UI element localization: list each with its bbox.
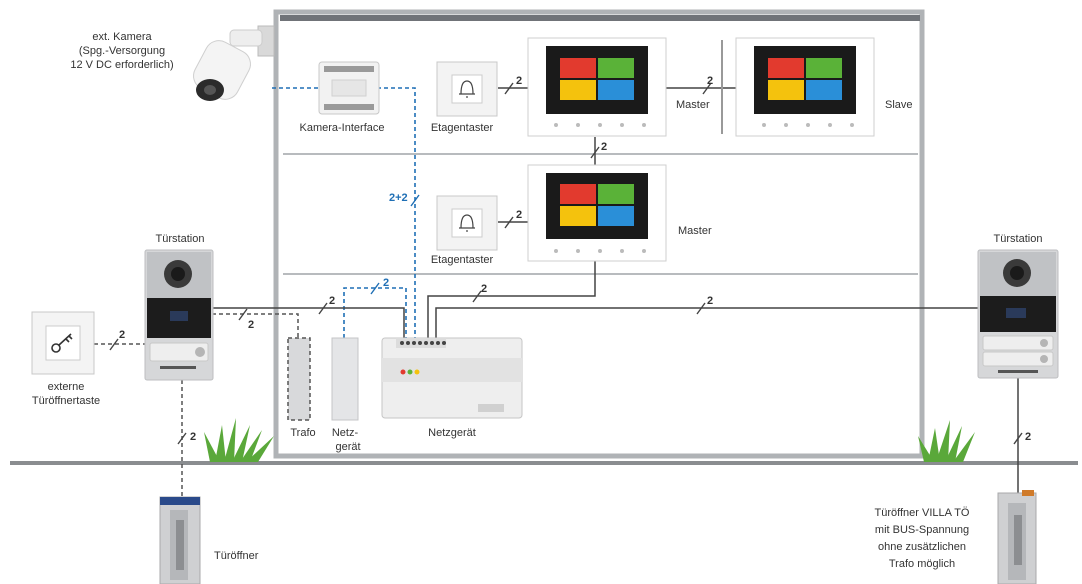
label-netzgeraet: Netzgerät xyxy=(428,427,476,439)
count-etagentaster-upper: 2 xyxy=(516,75,522,87)
trafo-device xyxy=(287,337,311,421)
etagentaster-lower xyxy=(436,195,498,251)
house-roof xyxy=(280,15,920,21)
label-tuerstation-left: Türstation xyxy=(156,233,205,245)
label-villa-2: mit BUS-Spannung xyxy=(875,524,969,536)
tuerstation-left xyxy=(144,249,214,381)
label-trafo: Trafo xyxy=(290,427,315,439)
label-netzgeraet-small-2: gerät xyxy=(335,441,360,453)
label-externe-1: externe xyxy=(48,381,85,393)
count-trafo: 2 xyxy=(248,319,254,331)
wire-master-lower xyxy=(427,260,596,338)
monitor-slave xyxy=(735,37,875,137)
count-left-opener: 2 xyxy=(190,431,196,443)
count-netzgeraet-small: 2 xyxy=(383,277,389,289)
grass-left xyxy=(204,418,274,462)
label-kamera-interface: Kamera-Interface xyxy=(300,122,385,134)
label-netzgeraet-small-1: Netz- xyxy=(332,427,359,439)
wire-trafo xyxy=(212,313,299,338)
monitor-master-upper xyxy=(527,37,667,137)
count-master-lower: 2 xyxy=(481,283,487,295)
wire-tick-marks-blue xyxy=(370,194,420,295)
camera-wire xyxy=(272,87,416,338)
label-villa-1: Türöffner VILLA TÖ xyxy=(875,507,970,519)
wire-tick-marks xyxy=(109,82,1023,445)
label-master-lower: Master xyxy=(678,225,712,237)
label-slave: Slave xyxy=(885,99,913,111)
tueroeffner-right xyxy=(997,490,1037,584)
netzgeraet-device xyxy=(381,337,523,419)
monitor-master-lower xyxy=(527,164,667,262)
wire-right-tuerstation xyxy=(435,307,978,338)
wire-left-tuerstation xyxy=(212,307,405,338)
count-externe-taste: 2 xyxy=(119,329,125,341)
label-tuerstation-right: Türstation xyxy=(994,233,1043,245)
label-tueroeffner: Türöffner xyxy=(214,550,259,562)
count-master-slave: 2 xyxy=(707,75,713,87)
count-right-opener: 2 xyxy=(1025,431,1031,443)
label-master-upper: Master xyxy=(676,99,710,111)
count-camera: 2+2 xyxy=(389,192,408,204)
label-villa-4: Trafo möglich xyxy=(889,558,955,570)
key-icon xyxy=(51,333,73,353)
tuerstation-right xyxy=(977,249,1059,379)
kamera-interface-device xyxy=(318,61,380,115)
label-ext-camera-3: 12 V DC erforderlich) xyxy=(70,59,173,71)
netzgeraet-small-device xyxy=(331,337,359,421)
label-etagentaster-lower: Etagentaster xyxy=(431,254,494,266)
count-right-bus: 2 xyxy=(707,295,713,307)
label-etagentaster-upper: Etagentaster xyxy=(431,122,494,134)
label-externe-2: Türöffnertaste xyxy=(32,395,100,407)
count-etagentaster-lower: 2 xyxy=(516,209,522,221)
count-master-vertical: 2 xyxy=(601,141,607,153)
label-ext-camera-2: (Spg.-Versorgung xyxy=(79,45,165,57)
label-ext-camera-1: ext. Kamera xyxy=(92,31,152,43)
tueroeffner-left xyxy=(159,496,201,584)
externe-tueroeffnertaste xyxy=(31,311,95,375)
etagentaster-upper xyxy=(436,61,498,117)
grass-right xyxy=(918,420,975,462)
count-left-bus: 2 xyxy=(329,295,335,307)
camera-icon xyxy=(193,25,275,101)
label-villa-3: ohne zusätzlichen xyxy=(878,541,966,553)
